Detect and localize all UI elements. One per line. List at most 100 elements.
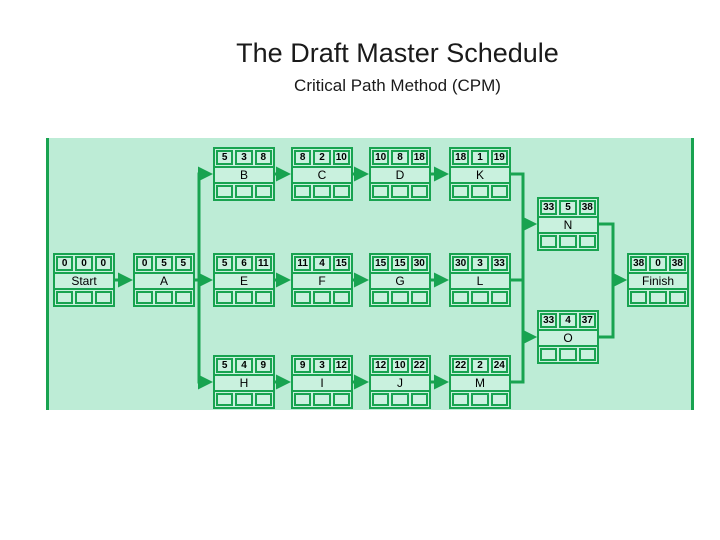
node-label: C (293, 166, 351, 184)
node-label: O (539, 329, 597, 347)
node-label: Finish (629, 272, 687, 290)
slack-cell (471, 291, 489, 304)
duration-cell: 0 (649, 256, 667, 271)
early-start-cell: 5 (216, 256, 234, 271)
slack-cell (216, 185, 234, 198)
slack-cell (174, 291, 192, 304)
node-label: J (371, 374, 429, 392)
duration-cell: 1 (471, 150, 489, 165)
early-finish-cell: 12 (332, 358, 350, 373)
slack-cells (215, 184, 273, 199)
slack-cells (293, 392, 351, 407)
node-label: E (215, 272, 273, 290)
duration-cell: 2 (471, 358, 489, 373)
slack-cell (313, 185, 331, 198)
slack-cell (649, 291, 667, 304)
slack-cell (155, 291, 173, 304)
duration-cell: 4 (235, 358, 253, 373)
slack-cell (136, 291, 154, 304)
duration-cell: 4 (313, 256, 331, 271)
slack-cells (371, 290, 429, 305)
slack-cell (235, 393, 253, 406)
node-label: M (451, 374, 509, 392)
slack-cell (578, 235, 596, 248)
slack-cell (235, 291, 253, 304)
duration-cell: 4 (559, 313, 577, 328)
slide-header: The Draft Master Schedule Critical Path … (75, 38, 720, 96)
slack-cell (75, 291, 93, 304)
slack-cell (540, 235, 558, 248)
node-label: I (293, 374, 351, 392)
slack-cell (372, 291, 390, 304)
slack-cell (294, 393, 312, 406)
early-start-cell: 10 (372, 150, 390, 165)
duration-cell: 5 (155, 256, 173, 271)
slack-cell (372, 185, 390, 198)
duration-cell: 2 (313, 150, 331, 165)
slack-cell (391, 185, 409, 198)
early-finish-cell: 22 (410, 358, 428, 373)
slack-cells (215, 290, 273, 305)
early-finish-cell: 24 (490, 358, 508, 373)
slack-cells (215, 392, 273, 407)
early-finish-cell: 8 (254, 150, 272, 165)
duration-cell: 6 (235, 256, 253, 271)
slack-cells (293, 184, 351, 199)
node-label: Start (55, 272, 113, 290)
early-start-cell: 33 (540, 200, 558, 215)
slack-cell (332, 185, 350, 198)
early-start-cell: 30 (452, 256, 470, 271)
slack-cell (630, 291, 648, 304)
early-start-cell: 0 (136, 256, 154, 271)
early-start-cell: 11 (294, 256, 312, 271)
duration-cell: 15 (391, 256, 409, 271)
slack-cells (451, 184, 509, 199)
slack-cell (216, 291, 234, 304)
duration-cell: 3 (313, 358, 331, 373)
slide-subtitle: Critical Path Method (CPM) (294, 76, 501, 95)
early-finish-cell: 38 (668, 256, 686, 271)
slack-cells (371, 184, 429, 199)
slack-cell (540, 348, 558, 361)
slack-cell (391, 291, 409, 304)
early-start-cell: 15 (372, 256, 390, 271)
slack-cell (410, 185, 428, 198)
slack-cell (332, 291, 350, 304)
slack-cells (135, 290, 193, 305)
slack-cell (452, 291, 470, 304)
early-start-cell: 9 (294, 358, 312, 373)
early-finish-cell: 9 (254, 358, 272, 373)
early-finish-cell: 0 (94, 256, 112, 271)
slack-cells (629, 290, 687, 305)
early-start-cell: 8 (294, 150, 312, 165)
slack-cell (471, 393, 489, 406)
slack-cell (410, 393, 428, 406)
slack-cell (490, 393, 508, 406)
slack-cell (254, 185, 272, 198)
slack-cell (372, 393, 390, 406)
duration-cell: 0 (75, 256, 93, 271)
slack-cells (451, 290, 509, 305)
slack-cell (559, 235, 577, 248)
